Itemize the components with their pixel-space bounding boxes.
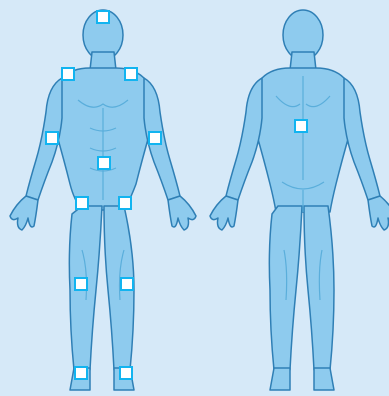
marker-left-knee[interactable] <box>74 277 88 291</box>
back-left-arm <box>226 78 262 200</box>
front-right-hand <box>168 196 196 230</box>
marker-right-knee[interactable] <box>120 277 134 291</box>
marker-abdomen[interactable] <box>97 156 111 170</box>
back-right-foot <box>314 368 334 390</box>
marker-right-shoulder[interactable] <box>124 67 138 81</box>
back-right-arm <box>344 78 380 200</box>
back-left-leg <box>269 206 302 370</box>
back-figure <box>210 10 389 390</box>
back-left-foot <box>270 368 290 390</box>
front-left-hand <box>10 196 38 230</box>
marker-right-thigh[interactable] <box>118 196 132 210</box>
marker-left-thigh[interactable] <box>75 196 89 210</box>
back-right-hand <box>368 196 389 230</box>
marker-right-ankle[interactable] <box>119 366 133 380</box>
marker-left-arm[interactable] <box>45 131 59 145</box>
marker-left-shoulder[interactable] <box>61 67 75 81</box>
back-left-hand <box>210 196 238 230</box>
marker-left-ankle[interactable] <box>74 366 88 380</box>
marker-lower-back[interactable] <box>294 119 308 133</box>
marker-right-arm[interactable] <box>148 131 162 145</box>
marker-head[interactable] <box>96 10 110 24</box>
